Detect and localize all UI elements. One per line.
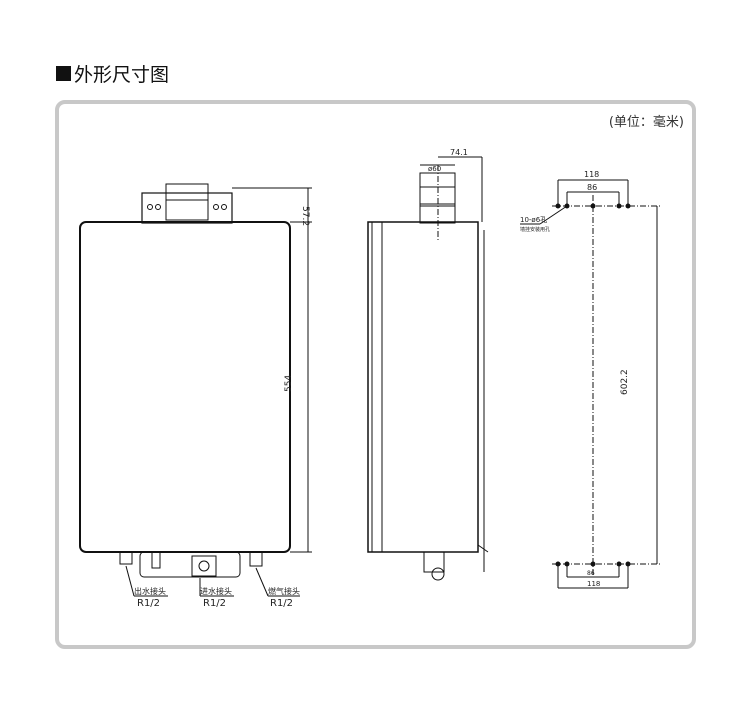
dim-top-outer: 118 [584,170,599,179]
connector-name-inlet: 进水接头 [200,586,232,596]
side-view [367,156,489,581]
hole-note: 10-ø6孔 [520,216,547,224]
mount-view [520,179,660,589]
title-text: 外形尺寸图 [74,64,170,86]
dim-bottom-inner: 86 [587,570,595,577]
drawing-frame: (单位：毫米) [55,100,696,649]
dim-mount-height: 602.2 [620,369,630,395]
connector-name-outlet: 出水接头 [134,586,166,596]
unit-label: (单位：毫米) [608,115,684,130]
section-title: 外形尺寸图 [56,60,169,87]
dim-top-height: 57.2 [300,206,310,226]
front-view [79,183,312,597]
connector-size-inlet: R1/2 [203,598,226,609]
dim-top-inner: 86 [587,183,597,192]
connector-size-gas: R1/2 [270,598,293,609]
dim-flue-offset: 74.1 [450,148,468,157]
dim-body-height: 554 [284,375,294,392]
connector-name-gas: 燃气接头 [268,586,300,596]
dim-flue-diameter: ø60 [428,165,441,173]
dim-bottom-outer: 118 [587,580,600,588]
square-bullet-icon [56,66,71,81]
connector-size-outlet: R1/2 [137,598,160,609]
hole-note-sub: 墙挂安装用孔 [520,226,550,233]
